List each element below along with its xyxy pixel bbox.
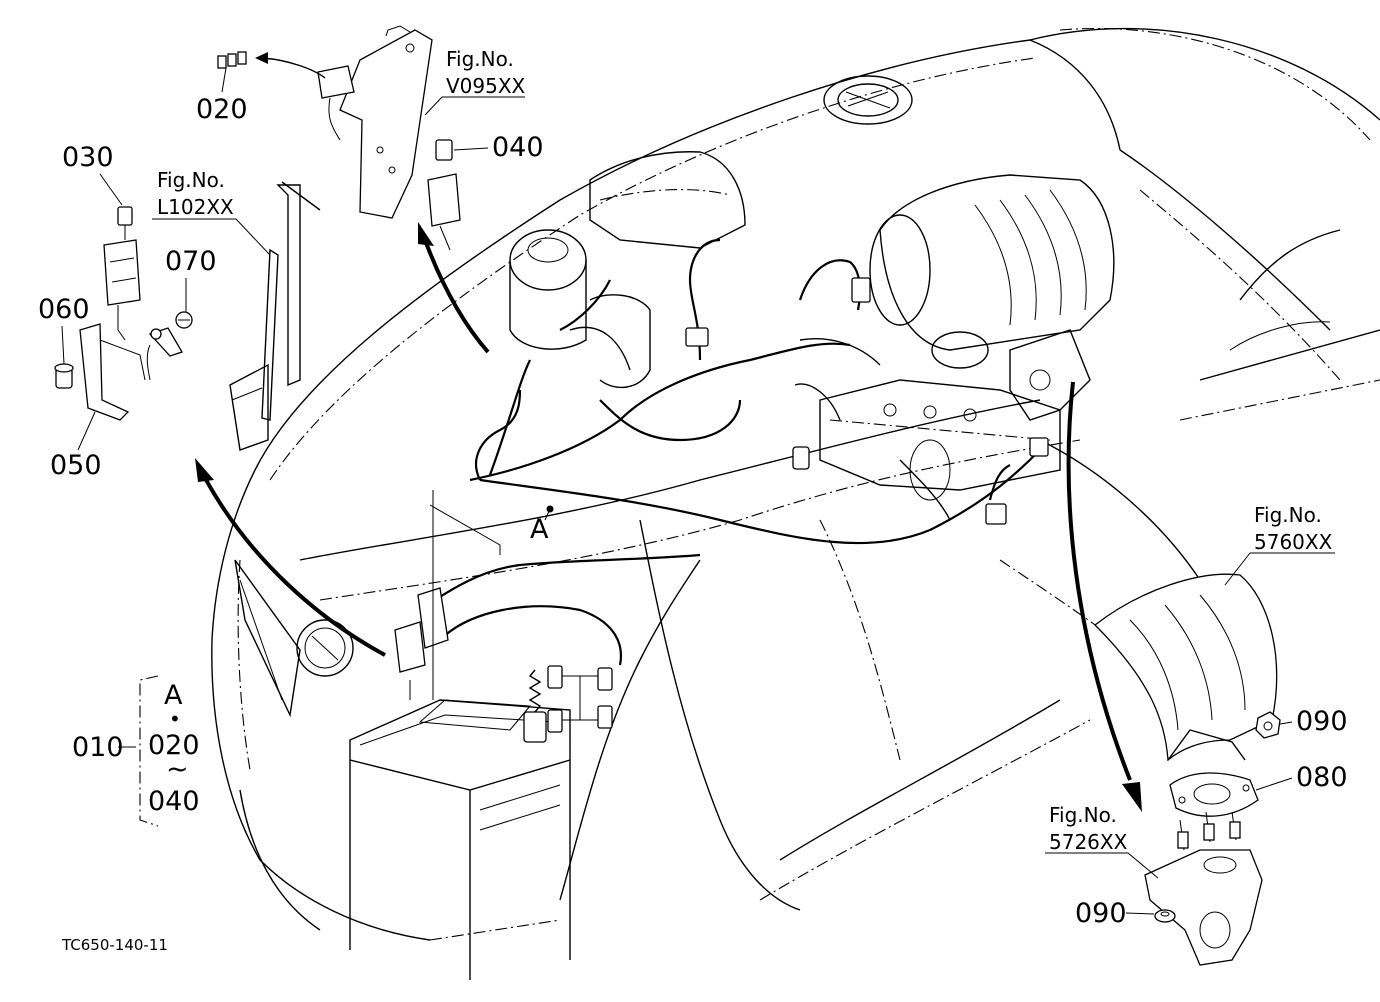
label-part-080: 080	[1296, 762, 1348, 793]
exhaust-manifold	[1144, 849, 1263, 966]
relay-module	[317, 65, 355, 99]
label-part-030: 030	[62, 142, 114, 173]
figref-v095: Fig.No. V095XX	[424, 47, 526, 116]
engine-assembly	[509, 75, 1115, 521]
label-part-040: 040	[492, 132, 544, 163]
nut-090-a	[1255, 711, 1281, 739]
figref-l102: Fig.No. L102XX	[152, 168, 271, 256]
figref-v095-line2: V095XX	[446, 74, 526, 98]
figref-5726-line1: Fig.No.	[1049, 803, 1117, 827]
nut-090-b	[1154, 909, 1176, 923]
figref-v095-line1: Fig.No.	[446, 47, 514, 71]
assembly-group-to: 040	[148, 786, 200, 817]
figref-l102-line1: Fig.No.	[157, 168, 225, 192]
label-part-050: 050	[50, 450, 102, 481]
figref-5760: Fig.No. 5760XX	[1224, 503, 1335, 586]
figref-5726: Fig.No. 5726XX	[1045, 803, 1159, 879]
figref-5760-line2: 5760XX	[1254, 530, 1333, 554]
assembly-group-bullet: •	[169, 707, 181, 731]
part-030-fuse-relay	[117, 206, 133, 226]
battery	[349, 699, 571, 980]
label-part-090-b: 090	[1075, 898, 1127, 929]
label-part-090-a: 090	[1296, 706, 1348, 737]
label-part-070: 070	[165, 246, 217, 277]
relay-panel-top	[217, 25, 461, 251]
relay-bracket-parts	[54, 206, 193, 421]
assembly-group-marker: A	[164, 680, 183, 711]
wire-harness	[419, 238, 1049, 743]
label-part-010: 010	[72, 732, 124, 763]
exhaust-cover	[1094, 573, 1278, 762]
assembly-group-tilde: ~	[166, 754, 189, 785]
exhaust-gasket	[1169, 772, 1259, 817]
assembly-group-from: 020	[148, 730, 200, 761]
label-part-020: 020	[196, 94, 248, 125]
label-part-060: 060	[38, 294, 90, 325]
part-040-relay	[435, 139, 453, 161]
drawing-code: TC650-140-11	[61, 936, 168, 954]
figref-5726-line2: 5726XX	[1049, 830, 1128, 854]
detail-marker-label: A	[530, 514, 549, 545]
relay-holder-front	[394, 490, 501, 700]
callout-arrows	[195, 52, 1142, 812]
assembly-group-010: 010 A • 020 ~ 040	[72, 675, 200, 827]
figref-5760-line1: Fig.No.	[1254, 503, 1322, 527]
figref-l102-line2: L102XX	[157, 195, 234, 219]
front-bracket	[229, 181, 321, 451]
exhaust-studs	[1177, 811, 1241, 851]
tractor-body-outline	[211, 27, 1380, 941]
